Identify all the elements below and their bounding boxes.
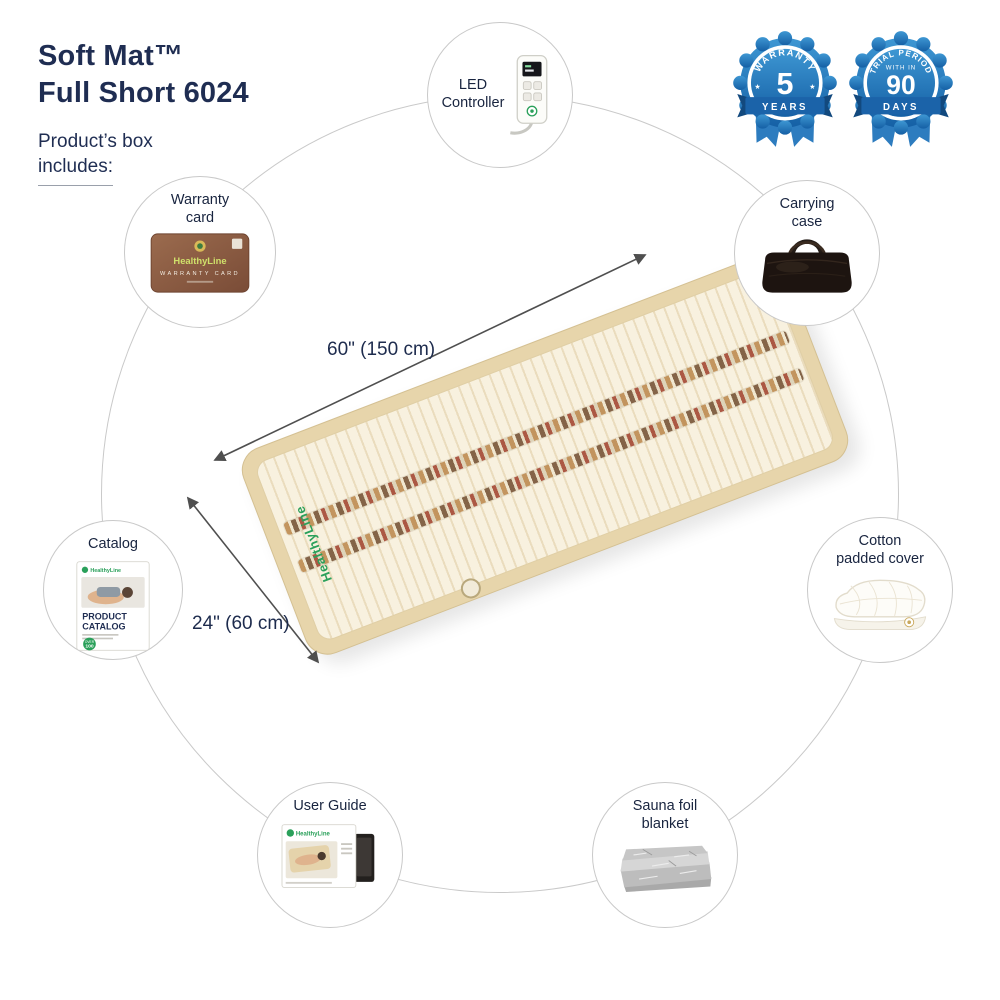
award-badges: WARRANTY ★ ★ 5 YEARS: [729, 27, 957, 155]
brand-logo-icon: [81, 566, 89, 573]
card-title-text: WARRANTY CARD: [160, 272, 240, 278]
catalog-image: HealthyLine PRODUCT CATALOG OVER 100: [76, 560, 150, 651]
warranty-5-years-badge: WARRANTY ★ ★ 5 YEARS: [733, 31, 837, 147]
box-item-user-guide: User Guide HealthyLine: [257, 782, 403, 928]
foil-fold: [622, 846, 708, 861]
item-label: Carrying case: [779, 196, 835, 230]
case-body: [762, 252, 852, 293]
item-label: Warranty card: [170, 192, 230, 226]
badge-banner-text: YEARS: [762, 102, 808, 113]
box-item-carrying-case: Carrying case: [734, 180, 880, 326]
page-subtitle-line2: includes:: [38, 155, 113, 187]
warranty-card-image: HealthyLine WARRANTY CARD: [150, 233, 250, 293]
page-title-line2: Full Short 6024: [38, 77, 249, 110]
controller-screen: [522, 61, 542, 76]
page-title-line1: Soft Mat™: [38, 40, 184, 72]
led-controller-image: [510, 54, 548, 135]
item-label: Catalog: [88, 536, 138, 552]
badge-number: 90: [886, 70, 915, 100]
mat-length-label: 60" (150 cm): [327, 339, 436, 360]
controller-button: [533, 80, 543, 90]
badge-banner-text: DAYS: [883, 102, 919, 113]
svg-text:100: 100: [85, 643, 94, 649]
controller-button: [523, 80, 532, 90]
trial-90-days-badge: TRIAL PERIOD WITH IN 90 DAYS: [849, 31, 953, 147]
page-title: Soft Mat™ Full Short 6024: [38, 38, 249, 112]
badge-banner: YEARS: [737, 94, 833, 118]
controller-button: [533, 91, 543, 101]
badge-small-text: WITH IN: [886, 65, 916, 72]
catalog-brand-text: HealthyLine: [90, 568, 121, 574]
sauna-foil-blanket-image: [620, 846, 712, 893]
catalog-title-line1: PRODUCT: [82, 611, 127, 621]
item-label: Sauna foil blanket: [632, 798, 698, 832]
badge-banner: DAYS: [853, 94, 949, 118]
item-label: User Guide: [293, 798, 367, 814]
guide-brand-text: HealthyLine: [296, 831, 331, 837]
user-guide-image: HealthyLine: [281, 823, 375, 888]
catalog-title-line2: CATALOG: [82, 621, 125, 631]
box-item-sauna-foil-blanket: Sauna foil blanket: [592, 782, 738, 928]
carrying-case-image: [762, 239, 852, 293]
svg-text:OVER: OVER: [85, 640, 95, 644]
page-subtitle-line1: Product’s box: [38, 131, 153, 152]
star-icon: ★: [754, 83, 760, 91]
item-label: Cotton padded cover: [836, 533, 924, 567]
item-label: LED Controller: [441, 77, 505, 111]
foil-fold: [620, 851, 710, 873]
card-brand-text: HealthyLine: [173, 255, 226, 266]
qr-code-icon: [231, 238, 243, 250]
box-item-catalog: Catalog HealthyLine PRODUCT CATALOG OVER…: [43, 520, 183, 660]
cotton-cover-image: [833, 579, 927, 631]
badge-number: 5: [777, 67, 794, 101]
brand-logo-icon: [286, 828, 294, 837]
star-icon: ★: [809, 83, 815, 91]
page-subtitle: Product’s box includes:: [38, 130, 153, 187]
catalog-badge: [83, 637, 96, 651]
box-item-led-controller: LED Controller: [427, 22, 573, 168]
controller-button: [523, 91, 532, 101]
box-item-cotton-padded-cover: Cotton padded cover: [807, 517, 953, 663]
box-item-warranty-card: Warranty card HealthyLine WARRANTY CARD: [124, 176, 276, 328]
mat-width-label: 24" (60 cm): [192, 613, 290, 634]
